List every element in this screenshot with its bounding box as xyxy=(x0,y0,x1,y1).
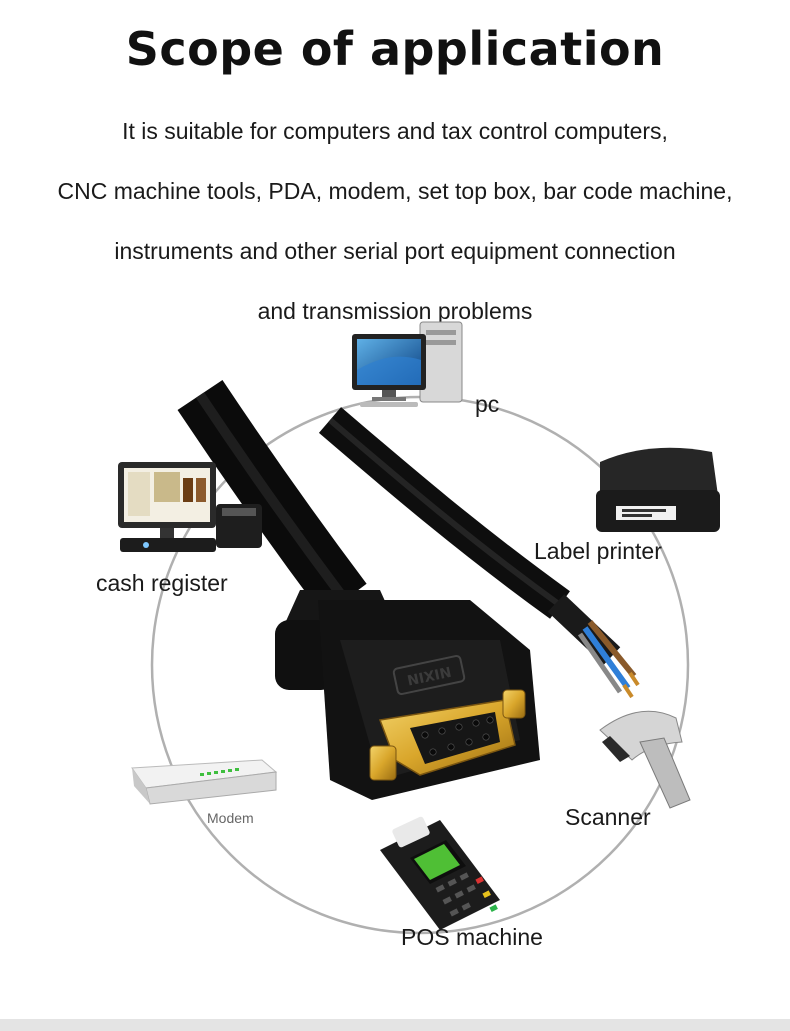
description-line-1: It is suitable for computers and tax con… xyxy=(122,118,668,144)
device-label-pc: pc xyxy=(475,391,500,417)
scanner-icon xyxy=(599,710,691,809)
db9-connector: NIXIN xyxy=(275,590,540,800)
device-label-modem: Modem xyxy=(207,810,254,826)
footer-divider xyxy=(0,1019,790,1031)
device-label-pos-machine: POS machine xyxy=(401,924,543,950)
pos-machine-icon xyxy=(380,816,500,930)
cash-register-icon xyxy=(118,462,262,552)
description-line-4: and transmission problems xyxy=(257,298,533,324)
description-line-2: CNC machine tools, PDA, modem, set top b… xyxy=(57,178,733,204)
modem-icon xyxy=(131,759,278,805)
label-printer-icon xyxy=(596,447,720,532)
device-label-scanner: Scanner xyxy=(565,804,651,830)
device-label-cash-register: cash register xyxy=(96,570,228,596)
serial-cable xyxy=(177,380,640,699)
device-label-label-printer: Label printer xyxy=(534,538,662,564)
description-line-3: instruments and other serial port equipm… xyxy=(114,238,676,264)
pc-icon xyxy=(352,321,463,407)
page-title: Scope of application xyxy=(125,22,665,76)
